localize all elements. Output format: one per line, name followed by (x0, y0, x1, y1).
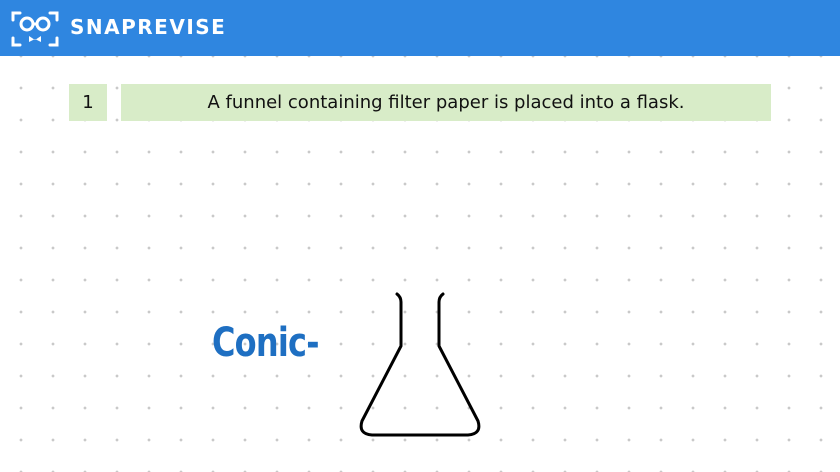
step-number: 1 (69, 84, 107, 121)
flask-label: Conic- (212, 320, 319, 366)
header-bar: SNAPREVISE (0, 0, 840, 56)
conical-flask-icon (359, 292, 481, 437)
brand-name: SNAPREVISE (70, 15, 227, 39)
glasses-face-icon (11, 11, 59, 47)
step-description: A funnel containing filter paper is plac… (121, 84, 771, 121)
